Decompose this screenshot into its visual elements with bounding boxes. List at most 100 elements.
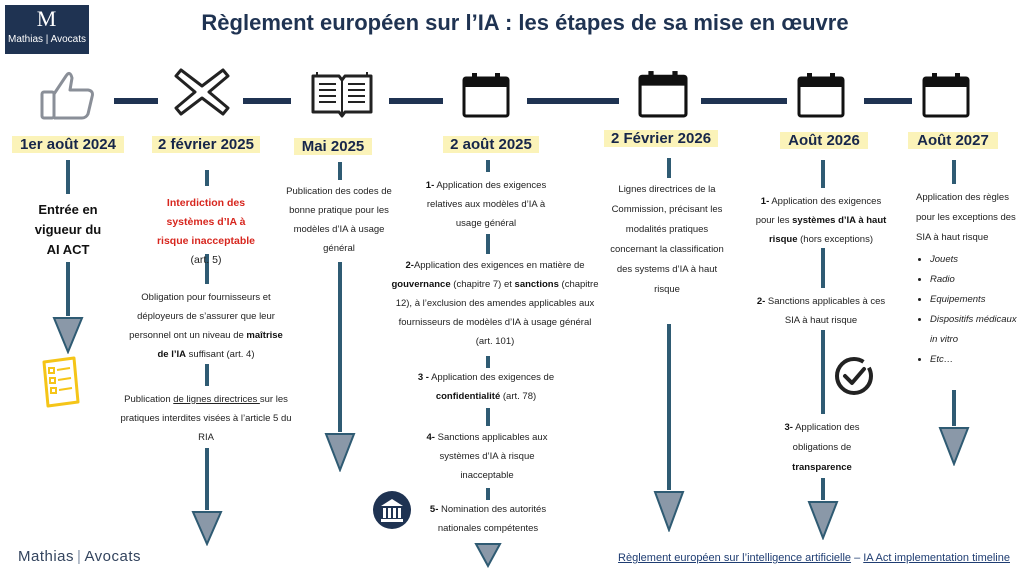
arrow-down-icon	[52, 317, 84, 354]
milestone-date: 2 février 2025	[152, 136, 260, 153]
checklist-icon	[42, 356, 80, 408]
item-number: 3-	[784, 422, 793, 433]
check-badge-icon	[835, 357, 873, 395]
milestone-4-item-4: 4- Sanctions applicables aux systèmes d’…	[422, 428, 552, 485]
milestone-4-item-2: 2-Application des exigences en matière d…	[390, 256, 600, 351]
regulation-link[interactable]: Règlement européen sur l’intelligence ar…	[618, 552, 852, 564]
timeline-stem	[338, 262, 342, 432]
timeline-stem	[667, 158, 671, 178]
arrow-down-icon	[653, 491, 685, 532]
arrow-down-icon	[474, 543, 502, 568]
milestone-2-guidelines: Publication de lignes directrices sur le…	[118, 390, 294, 447]
literacy-post: suffisant (art. 4)	[186, 349, 255, 360]
item-text: (chapitre 12), à l’exclusion des amendes…	[395, 279, 599, 347]
milestone-2-prohibition: Interdiction des systèmes d’IA à risque …	[150, 194, 262, 270]
logo: M Mathias | Avocats	[5, 5, 89, 54]
list-item: Radio	[930, 270, 1020, 290]
timeline-stem	[486, 234, 490, 254]
milestone-3-text: Publication des codes de bonne pratique …	[286, 186, 392, 254]
timeline-stem	[338, 162, 342, 180]
timeline-connector	[389, 98, 443, 104]
page-title: Règlement européen sur l’IA : les étapes…	[201, 10, 849, 35]
calendar-icon	[462, 73, 510, 118]
milestone-7-text: Application des règles pour les exceptio…	[916, 188, 1020, 370]
timeline-stem	[821, 160, 825, 188]
milestone-date: 2 Février 2026	[604, 130, 718, 147]
guidelines-link[interactable]: de lignes directrices	[173, 394, 260, 405]
exceptions-text: Application des règles pour les exceptio…	[916, 192, 1016, 243]
logo-name: Mathias | Avocats	[7, 34, 86, 45]
timeline-stem	[205, 448, 209, 510]
item-bold: confidentialité	[435, 391, 501, 402]
book-icon	[311, 72, 373, 118]
list-item: Equipements	[930, 290, 1020, 310]
link-separator: –	[851, 552, 864, 564]
calendar-icon	[922, 73, 970, 118]
item-text: Sanctions applicables aux systèmes d’IA …	[434, 432, 548, 481]
milestone-date: Mai 2025	[294, 138, 372, 155]
list-item: Etc…	[930, 350, 1020, 370]
timeline-stem	[66, 160, 70, 194]
timeline-connector	[701, 98, 787, 104]
logo-mark: M	[36, 6, 58, 31]
timeline-stem	[486, 160, 490, 172]
item-text: (art. 78)	[500, 391, 537, 402]
literacy-pre: Obligation pour fournisseurs et déployeu…	[129, 292, 275, 341]
milestone-date: 2 août 2025	[443, 136, 539, 153]
thumbs-up-icon	[40, 71, 94, 120]
item-text: Application des exigences en matière de	[413, 260, 585, 271]
arrow-down-icon	[938, 427, 970, 466]
guidelines-pre: Publication	[124, 394, 174, 405]
item-text: Application des exigences relatives aux …	[426, 180, 547, 229]
brand-name: Mathias	[18, 548, 75, 565]
timeline-stem	[821, 330, 825, 414]
item-text: Application des obligations de	[792, 422, 860, 453]
item-text: (hors exceptions)	[797, 234, 874, 245]
timeline-stem	[205, 364, 209, 386]
item-number: 2-	[405, 260, 414, 271]
institution-icon	[373, 491, 411, 529]
milestone-date: Août 2027	[908, 132, 998, 149]
milestone-5-text: Lignes directrices de la Commission, pré…	[610, 184, 724, 295]
footer-links: Règlement européen sur l’intelligence ar…	[618, 552, 1010, 564]
timeline-stem	[486, 488, 490, 500]
timeline-connector	[864, 98, 912, 104]
brand-name: Avocats	[84, 548, 142, 565]
list-item: Jouets	[930, 250, 1020, 270]
x-icon	[174, 68, 230, 116]
milestone-2-literacy: Obligation pour fournisseurs et déployeu…	[126, 288, 286, 364]
calendar-icon	[638, 71, 688, 118]
item-bold: sanctions	[514, 279, 559, 290]
timeline-stem	[821, 248, 825, 288]
milestone-date: Août 2026	[780, 132, 868, 149]
timeline-stem	[205, 254, 209, 284]
timeline-stem	[952, 160, 956, 184]
guidelines-post: sur les pratiques interdites visées à l’…	[120, 394, 292, 443]
arrow-down-icon	[807, 501, 839, 540]
item-bold: gouvernance	[391, 279, 451, 290]
item-text: Nomination des autorités nationales comp…	[437, 504, 547, 534]
item-number: 3 -	[417, 372, 429, 383]
timeline-stem	[486, 356, 490, 368]
timeline-stem	[486, 408, 490, 426]
milestone-date: 1er août 2024	[12, 136, 124, 153]
timeline-link[interactable]: IA Act implementation timeline	[863, 552, 1010, 564]
calendar-icon	[797, 73, 845, 118]
item-number: 4-	[426, 432, 435, 443]
milestone-6-item-3: 3- Application des obligations de transp…	[774, 418, 870, 478]
timeline-stem	[821, 478, 825, 500]
prohibition-text: Interdiction des systèmes d’IA à risque …	[156, 197, 256, 247]
literacy-bold: maîtrise de l’IA	[157, 330, 283, 360]
timeline-connector	[527, 98, 619, 104]
item-text: Sanctions applicables à ces SIA à haut r…	[765, 296, 886, 326]
item-number: 1-	[760, 196, 770, 207]
milestone-6-item-1: 1- Application des exigences pour les sy…	[754, 192, 888, 249]
milestone-1-text: Entrée en vigueur du AI ACT	[34, 202, 102, 257]
footer-brand: Mathias|Avocats	[18, 548, 141, 565]
item-text: Application des exigences de	[428, 372, 555, 383]
milestone-4-item-5: 5- Nomination des autorités nationales c…	[416, 500, 560, 538]
item-number: 1-	[425, 180, 435, 191]
timeline-connector	[114, 98, 158, 104]
milestone-4-item-1: 1- Application des exigences relatives a…	[418, 176, 554, 233]
item-number: 2-	[756, 296, 766, 307]
